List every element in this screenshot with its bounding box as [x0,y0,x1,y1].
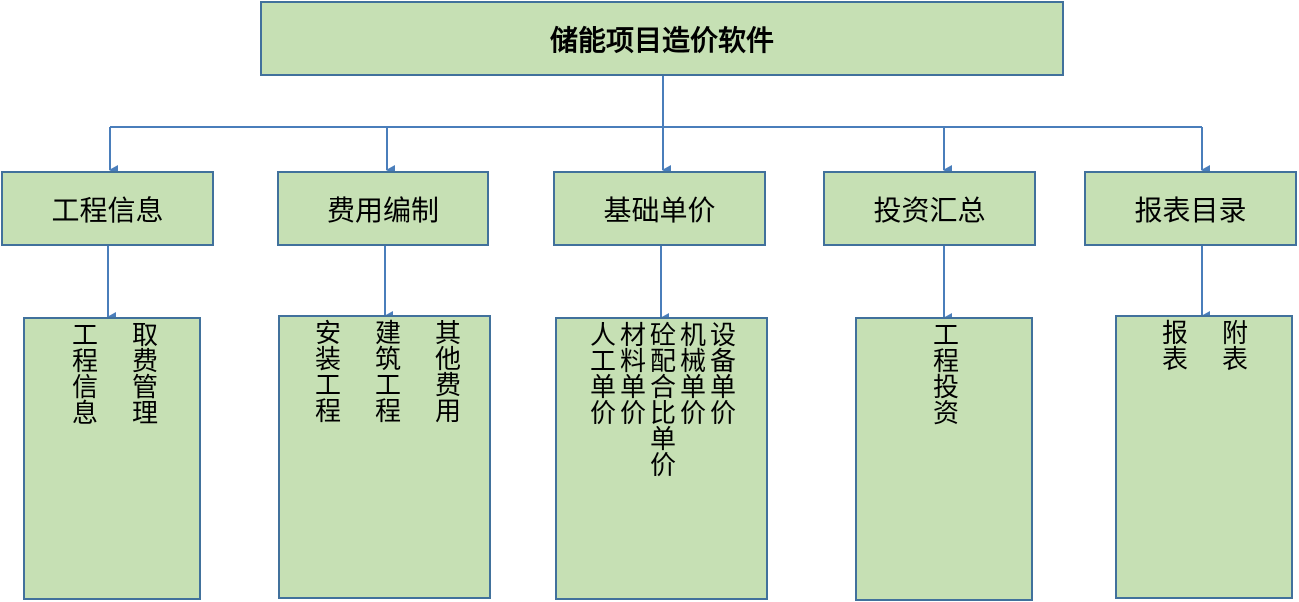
category-node-label: 基础单价 [603,193,716,227]
detail-item: 安装工程 [314,319,341,427]
detail-item: 材料单价 [619,321,646,429]
detail-box-1: 工程信息 取费管理 [23,317,201,600]
category-node-label: 报表目录 [1134,193,1247,227]
root-node: 储能项目造价软件 [260,1,1064,76]
detail-item: 附表 [1221,319,1248,375]
detail-item: 人工单价 [589,321,616,429]
detail-item: 设备单价 [709,321,736,429]
category-node-label: 投资汇总 [873,193,986,227]
category-node-2: 费用编制 [277,171,489,246]
category-node-1: 工程信息 [1,171,214,246]
detail-item: 取费管理 [131,321,158,429]
detail-item: 报表 [1161,319,1188,375]
detail-item: 其他费用 [434,319,461,427]
detail-item: 机械单价 [679,321,706,429]
detail-box-3: 人工单价 材料单价 砼配合比单价 机械单价 设备单价 [555,317,768,600]
root-node-label: 储能项目造价软件 [549,23,774,57]
category-node-3: 基础单价 [553,171,766,246]
detail-box-4: 工程投资 [855,317,1033,601]
category-node-5: 报表目录 [1084,171,1297,246]
detail-item: 建筑工程 [374,319,401,427]
detail-item: 工程信息 [71,321,98,429]
detail-item: 工程投资 [932,321,959,429]
category-node-4: 投资汇总 [823,171,1036,246]
detail-item: 砼配合比单价 [649,321,676,481]
detail-box-5: 报表 附表 [1115,315,1293,599]
detail-box-2: 安装工程 建筑工程 其他费用 [278,315,491,599]
category-node-label: 费用编制 [326,193,439,227]
category-node-label: 工程信息 [51,193,164,227]
